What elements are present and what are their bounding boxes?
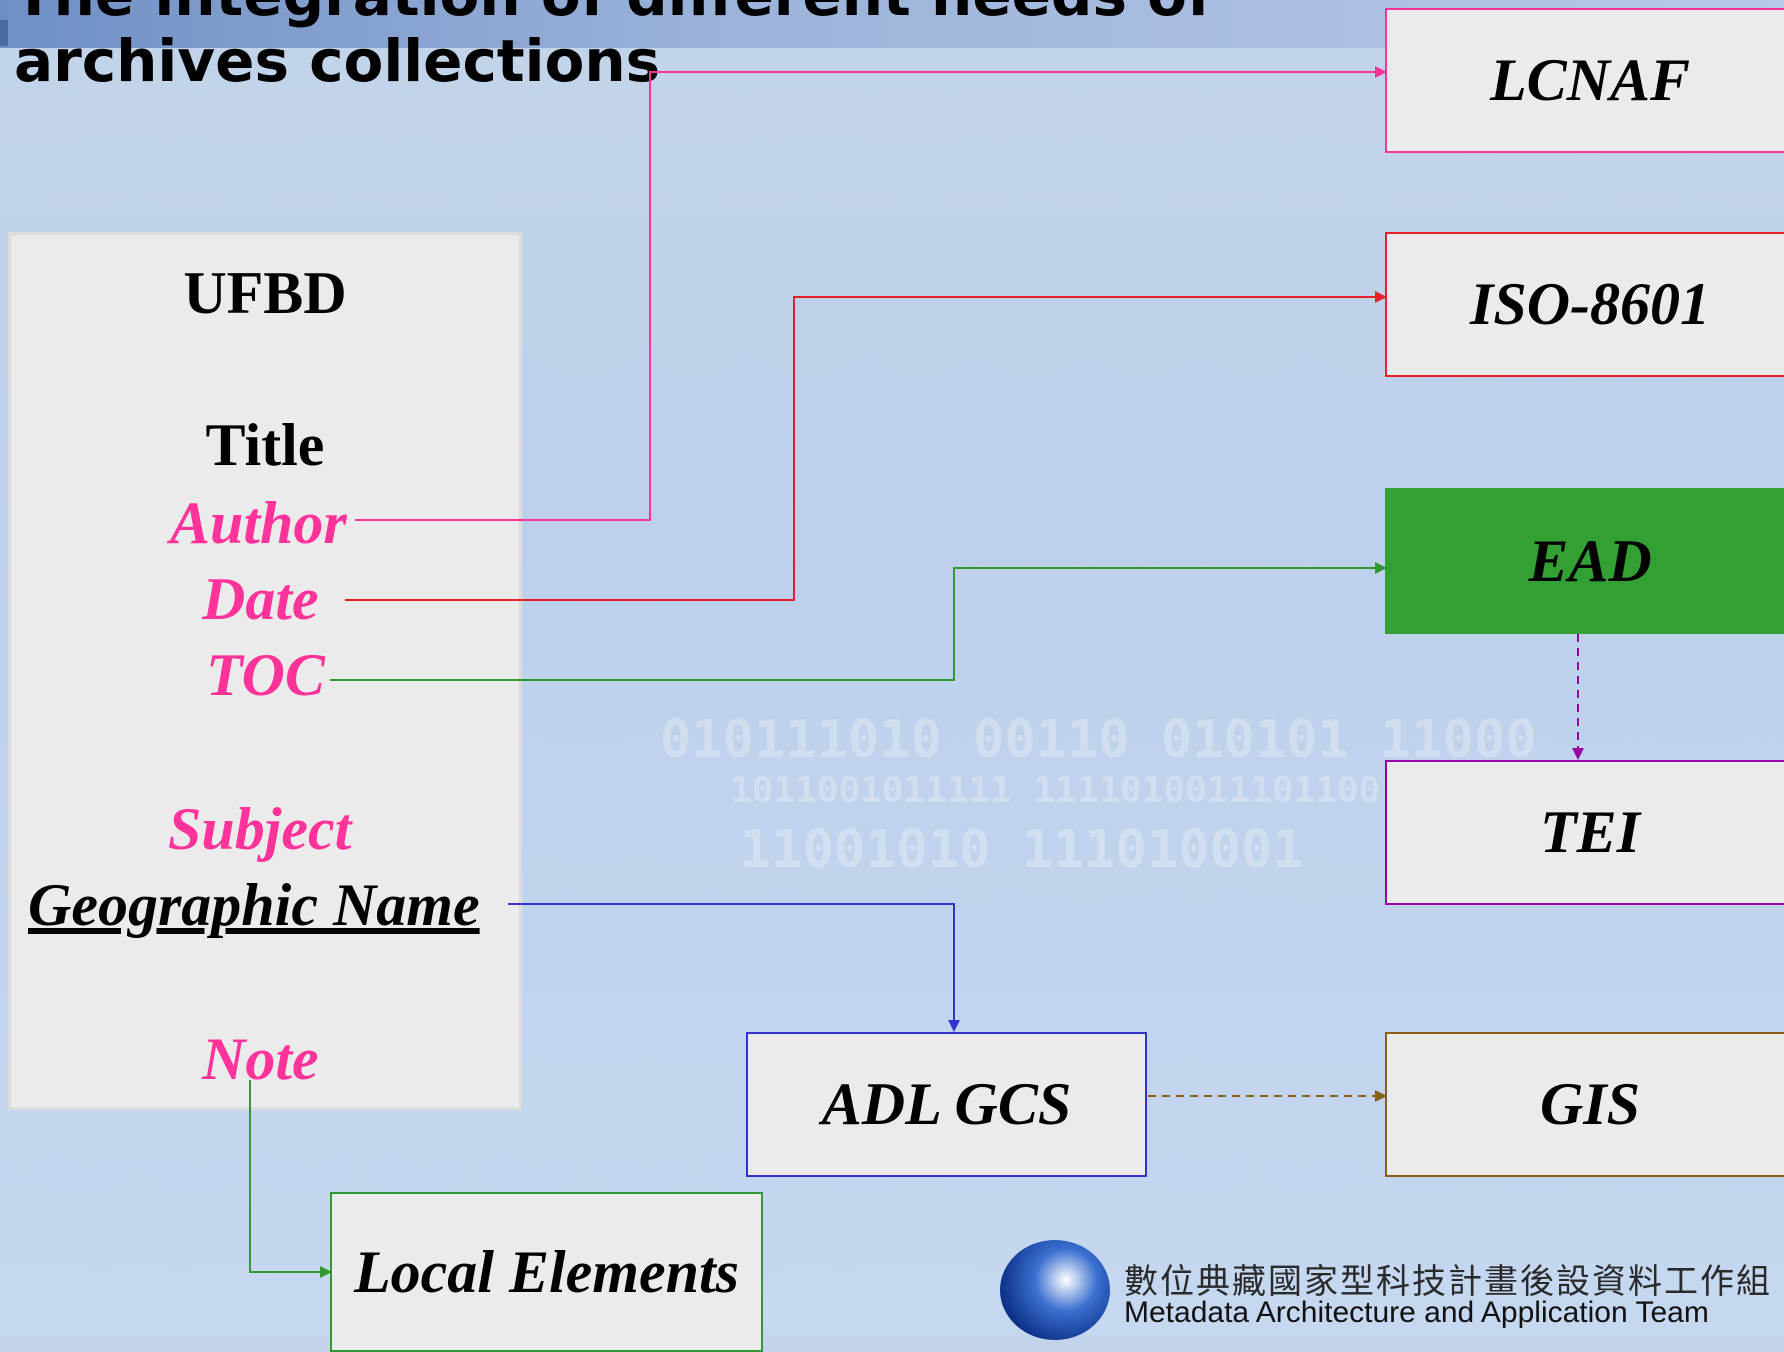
organization-name-english: Metadata Architecture and Application Te…: [1124, 1296, 1709, 1329]
connector-geographic-name-adl-gcs: [508, 903, 960, 1032]
target-gis: GIS: [1385, 1032, 1784, 1177]
slide-title-line-2: archives collections: [14, 27, 661, 95]
background-binary-line-2: 1011001011111 1111010011101100: [730, 770, 1381, 811]
organization-name-chinese: 數位典藏國家型科技計畫後設資料工作組: [1124, 1262, 1772, 1302]
connector-date-iso8601: [345, 291, 1387, 601]
target-lcnaf: LCNAF: [1385, 8, 1784, 153]
element-date: Date: [202, 566, 319, 632]
element-subject: Subject: [168, 796, 352, 862]
target-ead: EAD: [1385, 488, 1784, 634]
slide-title: The integration of different needs of ar…: [14, 0, 1212, 94]
ufbd-panel: [8, 232, 522, 1110]
element-author: Author: [170, 490, 347, 556]
background-binary-line-3: 11001010 111010001: [740, 820, 1304, 880]
connector-toc-ead: [330, 562, 1387, 681]
title-bar-accent: [0, 20, 8, 46]
element-toc: TOC: [206, 642, 325, 708]
slide-title-line-1: The integration of different needs of: [14, 0, 1212, 28]
ufbd-heading: UFBD: [183, 260, 347, 326]
element-title: Title: [205, 412, 325, 478]
target-tei: TEI: [1385, 760, 1784, 905]
target-adl-gcs: ADL GCS: [746, 1032, 1147, 1177]
organization-logo: [1000, 1240, 1110, 1340]
element-note: Note: [202, 1026, 319, 1092]
connector-note-local-elements: [249, 1080, 332, 1278]
connector-author-lcnaf: [355, 66, 1387, 521]
target-iso8601: ISO-8601: [1385, 232, 1784, 377]
element-geographic-name: Geographic Name: [28, 872, 480, 938]
